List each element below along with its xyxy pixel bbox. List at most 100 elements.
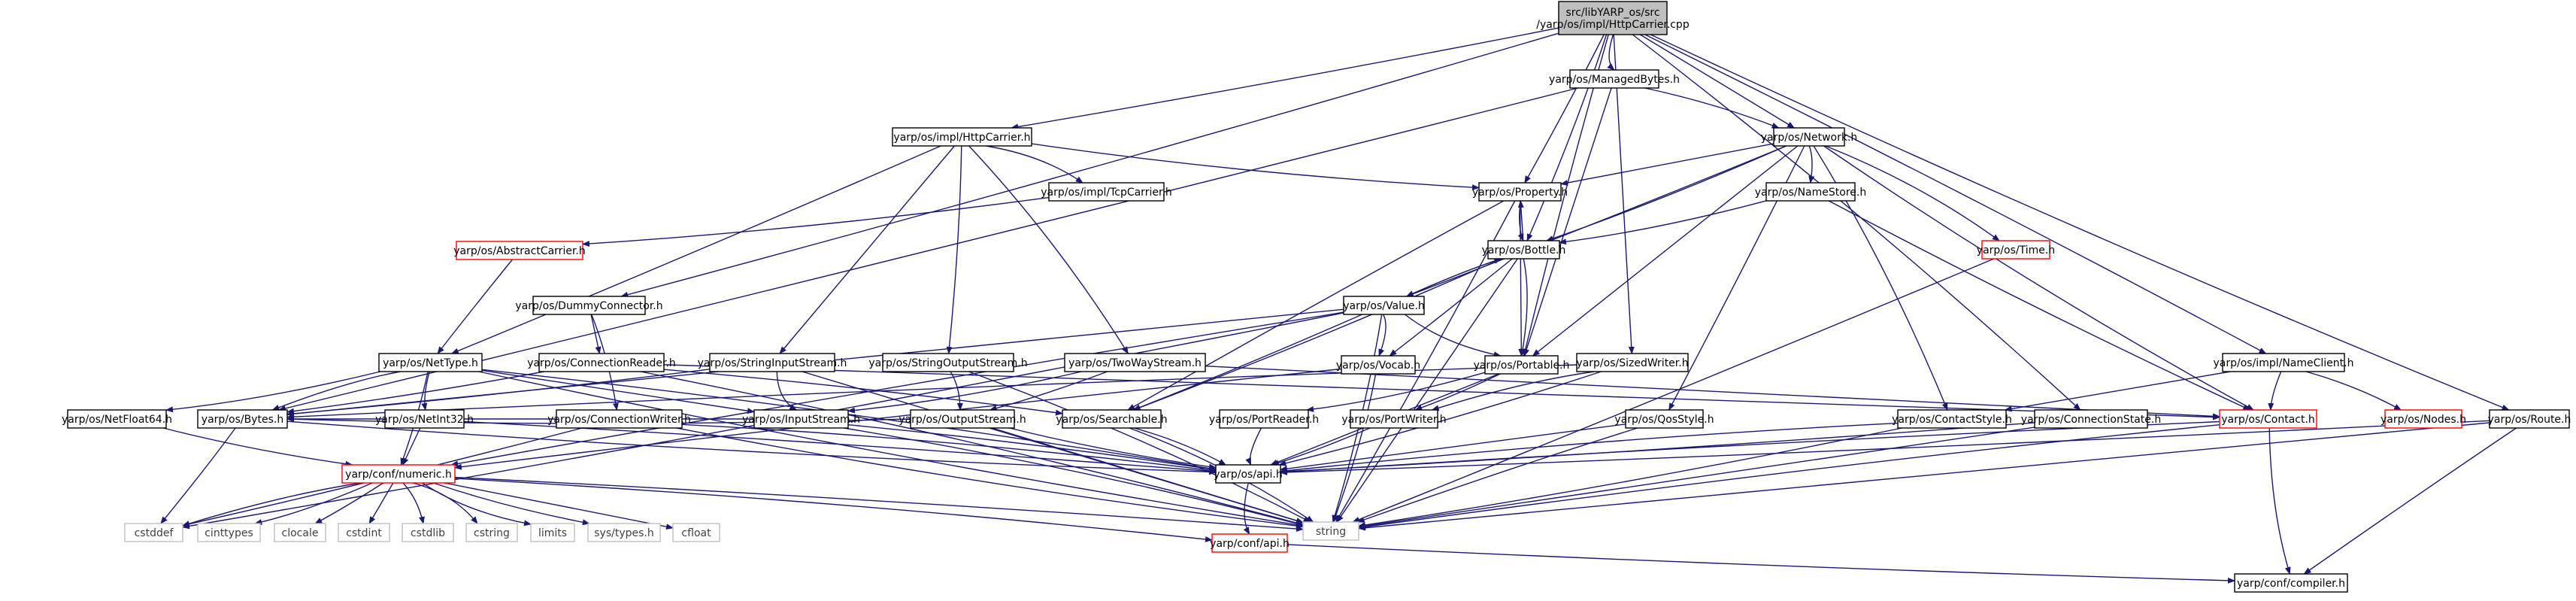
edge-route-to-compiler bbox=[2303, 427, 2517, 575]
node-connectionstate[interactable]: yarp/os/ConnectionState.h bbox=[2021, 409, 2161, 429]
node-twowaystream[interactable]: yarp/os/TwoWayStream.h bbox=[1064, 353, 1206, 372]
node-bytes[interactable]: yarp/os/Bytes.h bbox=[197, 409, 288, 429]
node-twowaystream-label: yarp/os/TwoWayStream.h bbox=[1068, 357, 1202, 369]
node-inputstream[interactable]: yarp/os/InputStream.h bbox=[742, 409, 860, 429]
node-sizedwriter[interactable]: yarp/os/SizedWriter.h bbox=[1576, 353, 1689, 372]
edge-root-to-network bbox=[1639, 34, 1796, 129]
node-confapi[interactable]: yarp/conf/api.h bbox=[1210, 533, 1290, 553]
edge-route-to-osapi bbox=[1280, 420, 2490, 475]
node-dummyconnector[interactable]: yarp/os/DummyConnector.h bbox=[515, 296, 663, 315]
node-property[interactable]: yarp/os/Property.h bbox=[1472, 182, 1568, 202]
node-contact[interactable]: yarp/os/Contact.h bbox=[2219, 409, 2317, 429]
node-namestore[interactable]: yarp/os/NameStore.h bbox=[1755, 182, 1866, 202]
node-route[interactable]: yarp/os/Route.h bbox=[2488, 409, 2571, 429]
node-connectionreader-label: yarp/os/ConnectionReader.h bbox=[527, 357, 676, 369]
node-nettype[interactable]: yarp/os/NetType.h bbox=[378, 353, 483, 372]
node-compiler[interactable]: yarp/conf/compiler.h bbox=[2234, 573, 2348, 593]
node-twowaystream-box bbox=[1064, 353, 1206, 372]
node-clocale[interactable]: clocale bbox=[274, 523, 326, 542]
edge-portreader-to-osapi bbox=[1245, 427, 1262, 466]
node-confapi-box bbox=[1211, 533, 1288, 553]
edge-osapi-to-confapi bbox=[1243, 482, 1250, 535]
node-cinttypes[interactable]: cinttypes bbox=[197, 523, 261, 542]
node-stringoutputstream[interactable]: yarp/os/StringOutputStream.h bbox=[868, 353, 1028, 372]
edge-implhttp-to-property bbox=[1031, 143, 1480, 191]
node-numeric-box bbox=[341, 464, 456, 484]
node-cinttypes-label: cinttypes bbox=[205, 527, 253, 539]
node-nodes[interactable]: yarp/os/Nodes.h bbox=[2381, 409, 2466, 429]
edge-value-to-bottle bbox=[1406, 258, 1502, 297]
node-stringinputstream[interactable]: yarp/os/StringInputStream.h bbox=[698, 353, 847, 372]
node-contactstyle-box bbox=[1897, 409, 2007, 429]
node-vocab[interactable]: yarp/os/Vocab.h bbox=[1336, 355, 1420, 375]
node-netint32[interactable]: yarp/os/NetInt32.h bbox=[375, 409, 474, 429]
node-network[interactable]: yarp/os/Network.h bbox=[1761, 127, 1858, 147]
node-numeric[interactable]: yarp/conf/numeric.h bbox=[341, 464, 456, 484]
node-cstddef[interactable]: cstddef bbox=[124, 523, 183, 542]
node-cstdint-label: cstdint bbox=[346, 527, 382, 539]
node-cfloat[interactable]: cfloat bbox=[672, 523, 720, 542]
node-namestore-box bbox=[1765, 182, 1856, 202]
node-portreader[interactable]: yarp/os/PortReader.h bbox=[1209, 409, 1319, 429]
node-cfloat-label: cfloat bbox=[681, 527, 711, 539]
node-connectionreader[interactable]: yarp/os/ConnectionReader.h bbox=[527, 353, 676, 372]
node-bottle[interactable]: yarp/os/Bottle.h bbox=[1482, 240, 1566, 260]
node-implhttp[interactable]: yarp/os/impl/HttpCarrier.h bbox=[892, 127, 1032, 147]
node-value[interactable]: yarp/os/Value.h bbox=[1343, 296, 1425, 315]
node-portreader-label: yarp/os/PortReader.h bbox=[1209, 414, 1319, 426]
node-connectionwriter[interactable]: yarp/os/ConnectionWriter.h bbox=[547, 409, 691, 429]
node-cstring-box bbox=[465, 523, 518, 542]
edge-bottle-to-portable bbox=[1520, 258, 1528, 357]
node-limits[interactable]: limits bbox=[530, 523, 575, 542]
edge-numeric-to-cstring bbox=[412, 482, 478, 524]
node-cstddef-box bbox=[124, 523, 183, 542]
edge-nettype-to-string bbox=[478, 371, 1304, 528]
node-contact-label: yarp/os/Contact.h bbox=[2221, 414, 2315, 426]
node-dummyconnector-label: yarp/os/DummyConnector.h bbox=[515, 300, 662, 312]
edge-network-to-qosstyle bbox=[1668, 145, 1805, 411]
node-netfloat64[interactable]: yarp/os/NetFloat64.h bbox=[62, 409, 172, 429]
node-nodes-label: yarp/os/Nodes.h bbox=[2381, 414, 2466, 426]
node-managedbytes[interactable]: yarp/os/ManagedBytes.h bbox=[1549, 69, 1680, 89]
edge-nettype-to-osapi bbox=[481, 369, 1217, 472]
node-time-label: yarp/os/Time.h bbox=[1977, 244, 2055, 256]
edge-tcpcarrier-to-abstractcarrier bbox=[582, 196, 1050, 247]
edge-implhttp-to-twowaystream bbox=[968, 145, 1129, 354]
node-stringinputstream-label: yarp/os/StringInputStream.h bbox=[698, 357, 847, 369]
node-qosstyle-label: yarp/os/QosStyle.h bbox=[1614, 414, 1714, 426]
node-tcpcarrier[interactable]: yarp/os/impl/TcpCarrier.h bbox=[1041, 182, 1172, 202]
edge-contactstyle-to-string bbox=[1358, 427, 1902, 528]
node-outputstream[interactable]: yarp/os/OutputStream.h bbox=[899, 409, 1026, 429]
node-outputstream-box bbox=[910, 409, 1015, 429]
node-systypes[interactable]: sys/types.h bbox=[587, 523, 661, 542]
node-qosstyle[interactable]: yarp/os/QosStyle.h bbox=[1614, 409, 1714, 429]
node-osapi[interactable]: yarp/os/api.h bbox=[1214, 464, 1283, 484]
node-nameclient[interactable]: yarp/os/impl/NameClient.h bbox=[2214, 353, 2354, 372]
edge-bottle-to-searchable bbox=[1132, 258, 1502, 411]
edge-connectionreader-to-contact bbox=[663, 364, 2220, 420]
node-route-label: yarp/os/Route.h bbox=[2488, 414, 2571, 426]
node-contactstyle[interactable]: yarp/os/ContactStyle.h bbox=[1892, 409, 2012, 429]
node-cstdint[interactable]: cstdint bbox=[338, 523, 390, 542]
edge-vocab-to-string bbox=[1332, 373, 1377, 523]
node-cstdlib[interactable]: cstdlib bbox=[402, 523, 454, 542]
node-searchable[interactable]: yarp/os/Searchable.h bbox=[1056, 409, 1168, 429]
node-abstractcarrier[interactable]: yarp/os/AbstractCarrier.h bbox=[453, 241, 586, 260]
edge-numeric-to-cstddef bbox=[182, 482, 362, 527]
edge-contact-to-string bbox=[1358, 424, 2220, 530]
node-stringoutputstream-label: yarp/os/StringOutputStream.h bbox=[868, 357, 1027, 369]
node-tcpcarrier-box bbox=[1048, 182, 1165, 202]
node-inputstream-box bbox=[753, 409, 849, 429]
edge-value-to-portable bbox=[1404, 314, 1502, 358]
node-portwriter[interactable]: yarp/os/PortWriter.h bbox=[1341, 409, 1447, 429]
node-qosstyle-box bbox=[1625, 409, 1704, 429]
node-network-label: yarp/os/Network.h bbox=[1761, 132, 1858, 144]
node-root[interactable]: src/libYARP_os/src/yarp/os/impl/HttpCarr… bbox=[1536, 1, 1690, 35]
edge-root-to-dummyconnector bbox=[620, 32, 1559, 298]
node-time[interactable]: yarp/os/Time.h bbox=[1977, 240, 2055, 260]
node-portable-box bbox=[1484, 355, 1559, 375]
edge-numeric-to-confapi bbox=[454, 478, 1213, 542]
node-string[interactable]: string bbox=[1302, 521, 1359, 541]
node-portable[interactable]: yarp/os/Portable.h bbox=[1474, 355, 1570, 375]
node-cstring[interactable]: cstring bbox=[465, 523, 518, 542]
